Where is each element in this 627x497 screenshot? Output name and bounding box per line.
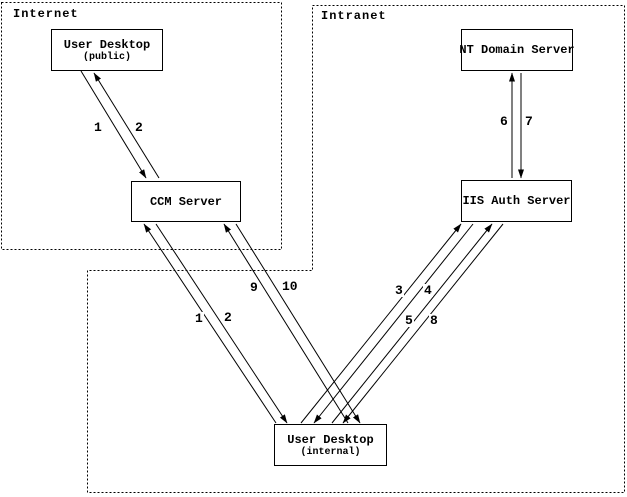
step-label-5: 5 (404, 313, 414, 328)
node-sublabel: (internal) (300, 446, 361, 458)
step-label-2-internal: 2 (223, 310, 233, 325)
arrow-9-internal-to-ccm (223, 223, 349, 424)
node-label: User Desktop (63, 37, 151, 52)
step-label-10: 10 (281, 279, 299, 294)
arrow-1-public-to-ccm (80, 70, 147, 179)
step-label-8: 8 (429, 313, 439, 328)
node-label: User Desktop (287, 432, 374, 447)
internet-region-border (1, 2, 282, 250)
node-user-desktop-public: User Desktop (public) (51, 29, 163, 71)
step-label-1-internal: 1 (194, 311, 204, 326)
node-nt-domain-server: NT Domain Server (459, 29, 575, 71)
node-sublabel: (public) (82, 51, 131, 63)
internet-region-label: Internet (11, 7, 81, 21)
arrow-3-internal-to-iis (300, 223, 462, 424)
node-ccm-server: CCM Server (131, 181, 241, 222)
node-user-desktop-internal: User Desktop (internal) (274, 424, 387, 466)
arrow-10-ccm-to-internal (235, 223, 361, 424)
step-label-3: 3 (394, 283, 404, 298)
arrow-1-internal-to-ccm (143, 223, 277, 424)
step-label-1-public: 1 (93, 120, 103, 135)
node-label: IIS Auth Server (462, 194, 571, 208)
node-iis-auth-server: IIS Auth Server (461, 180, 572, 222)
arrow-8-iis-to-internal (342, 223, 504, 424)
step-label-6: 6 (499, 114, 509, 129)
intranet-region-border (87, 5, 625, 493)
intranet-region-label: Intranet (319, 9, 389, 23)
node-label: NT Domain Server (459, 43, 575, 57)
step-label-2-public: 2 (134, 120, 144, 135)
arrow-4-iis-to-internal (313, 223, 474, 424)
arrow-2-ccm-to-public (93, 72, 160, 179)
arrow-2-ccm-to-internal (155, 223, 288, 424)
node-label: CCM Server (149, 194, 222, 209)
step-label-7: 7 (524, 114, 534, 129)
step-label-4: 4 (423, 283, 433, 298)
step-label-9: 9 (249, 280, 259, 295)
